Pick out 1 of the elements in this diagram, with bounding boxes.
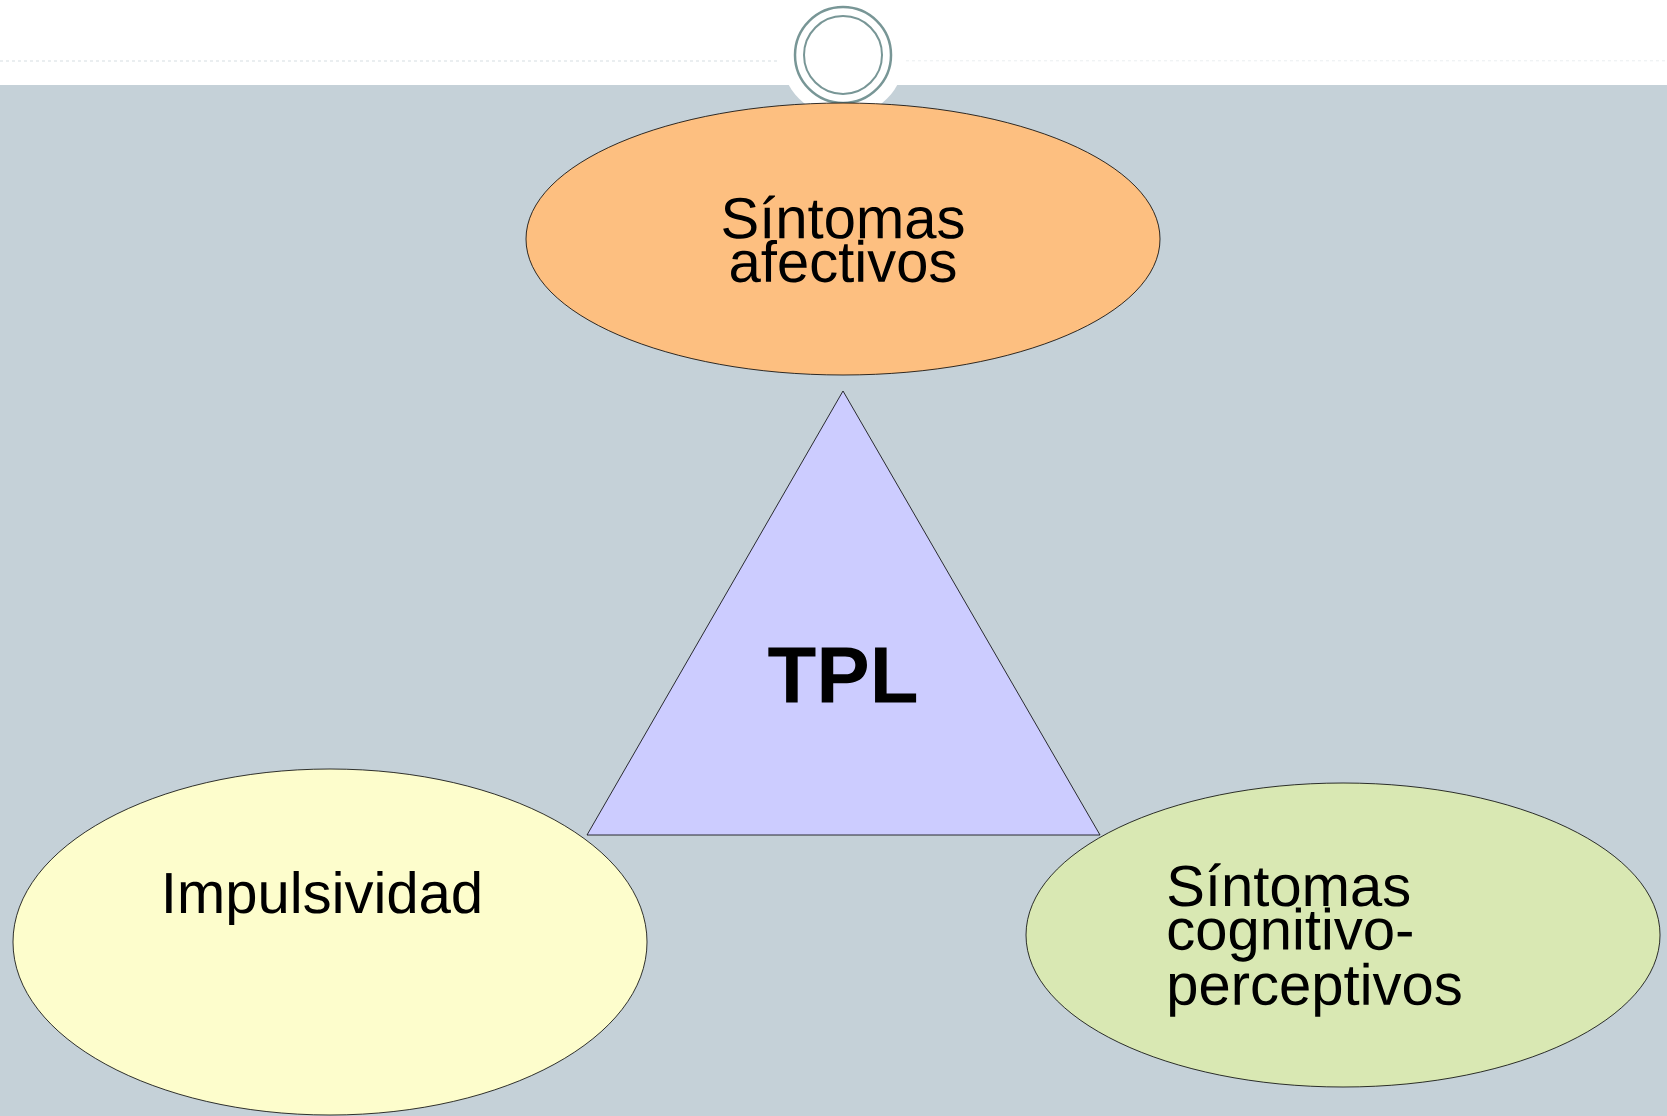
triangle: TPL xyxy=(586,390,1101,836)
